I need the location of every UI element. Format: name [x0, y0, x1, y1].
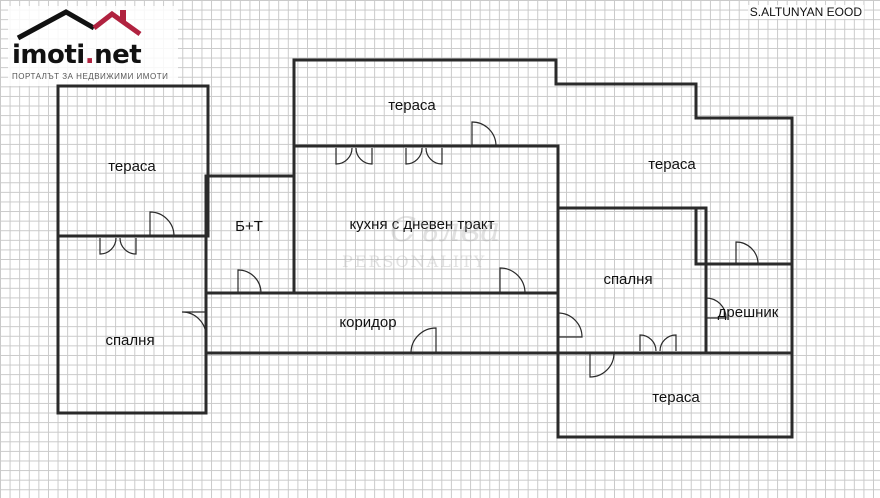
door-wardrobe [705, 297, 727, 319]
door-bath [237, 269, 262, 294]
room-label-terrace-left: тераса [108, 158, 156, 175]
room-label-bedroom-left: спалня [105, 332, 154, 349]
door-bedroom-right [557, 312, 583, 338]
door-bedroom-left [181, 311, 207, 337]
door-terrace-right [735, 241, 759, 265]
room-label-terrace-bottom: тераса [652, 389, 700, 406]
door-terrace-left [149, 211, 175, 237]
room-label-bath-wc: Б+Т [235, 218, 263, 235]
door-bedroom-right-terrace [589, 352, 615, 378]
walls [56, 58, 794, 439]
room-label-bedroom-right: спалня [603, 271, 652, 288]
brand-name: imoti.net [12, 40, 142, 70]
imoti-logo: imoti.net ПОРТАЛЪТ ЗА НЕДВИЖИМИ ИМОТИ [8, 6, 178, 86]
door-bedroom-left-balcony-a [99, 237, 117, 255]
door-terrace-top [471, 121, 497, 147]
door-kitchen-terrace-d [425, 147, 443, 165]
door-kitchen-terrace-c [405, 147, 423, 165]
door-bedroom-right-balcony-a [639, 334, 657, 352]
room-outline-terrace-bottom [556, 351, 794, 439]
door-bedroom-right-balcony-b [659, 334, 677, 352]
house-roof-icon [16, 9, 142, 41]
door-kitchen-terrace-a [335, 147, 353, 165]
brand-tagline: ПОРТАЛЪТ ЗА НЕДВИЖИМИ ИМОТИ [12, 72, 169, 81]
room-label-wardrobe: дрешник [718, 304, 779, 321]
room-outline-bedroom-left [56, 234, 208, 415]
room-label-corridor: коридор [339, 314, 396, 331]
room-outline-terrace-right [558, 206, 706, 266]
door-kitchen [499, 267, 526, 294]
room-outline-terrace-top [292, 58, 794, 264]
room-labels: тераса спалня Б+Т тераса кухня с дневен … [105, 97, 778, 406]
agency-name: S.ALTUNYAN EOOD [747, 5, 864, 19]
door-corridor [410, 327, 437, 354]
door-kitchen-terrace-b [355, 147, 373, 165]
door-bedroom-left-balcony-b [119, 237, 137, 255]
room-label-terrace-right: тераса [648, 156, 696, 173]
room-label-kitchen-living: кухня с дневен тракт [349, 216, 494, 233]
doors [99, 121, 759, 378]
room-label-terrace-top: тераса [388, 97, 436, 114]
